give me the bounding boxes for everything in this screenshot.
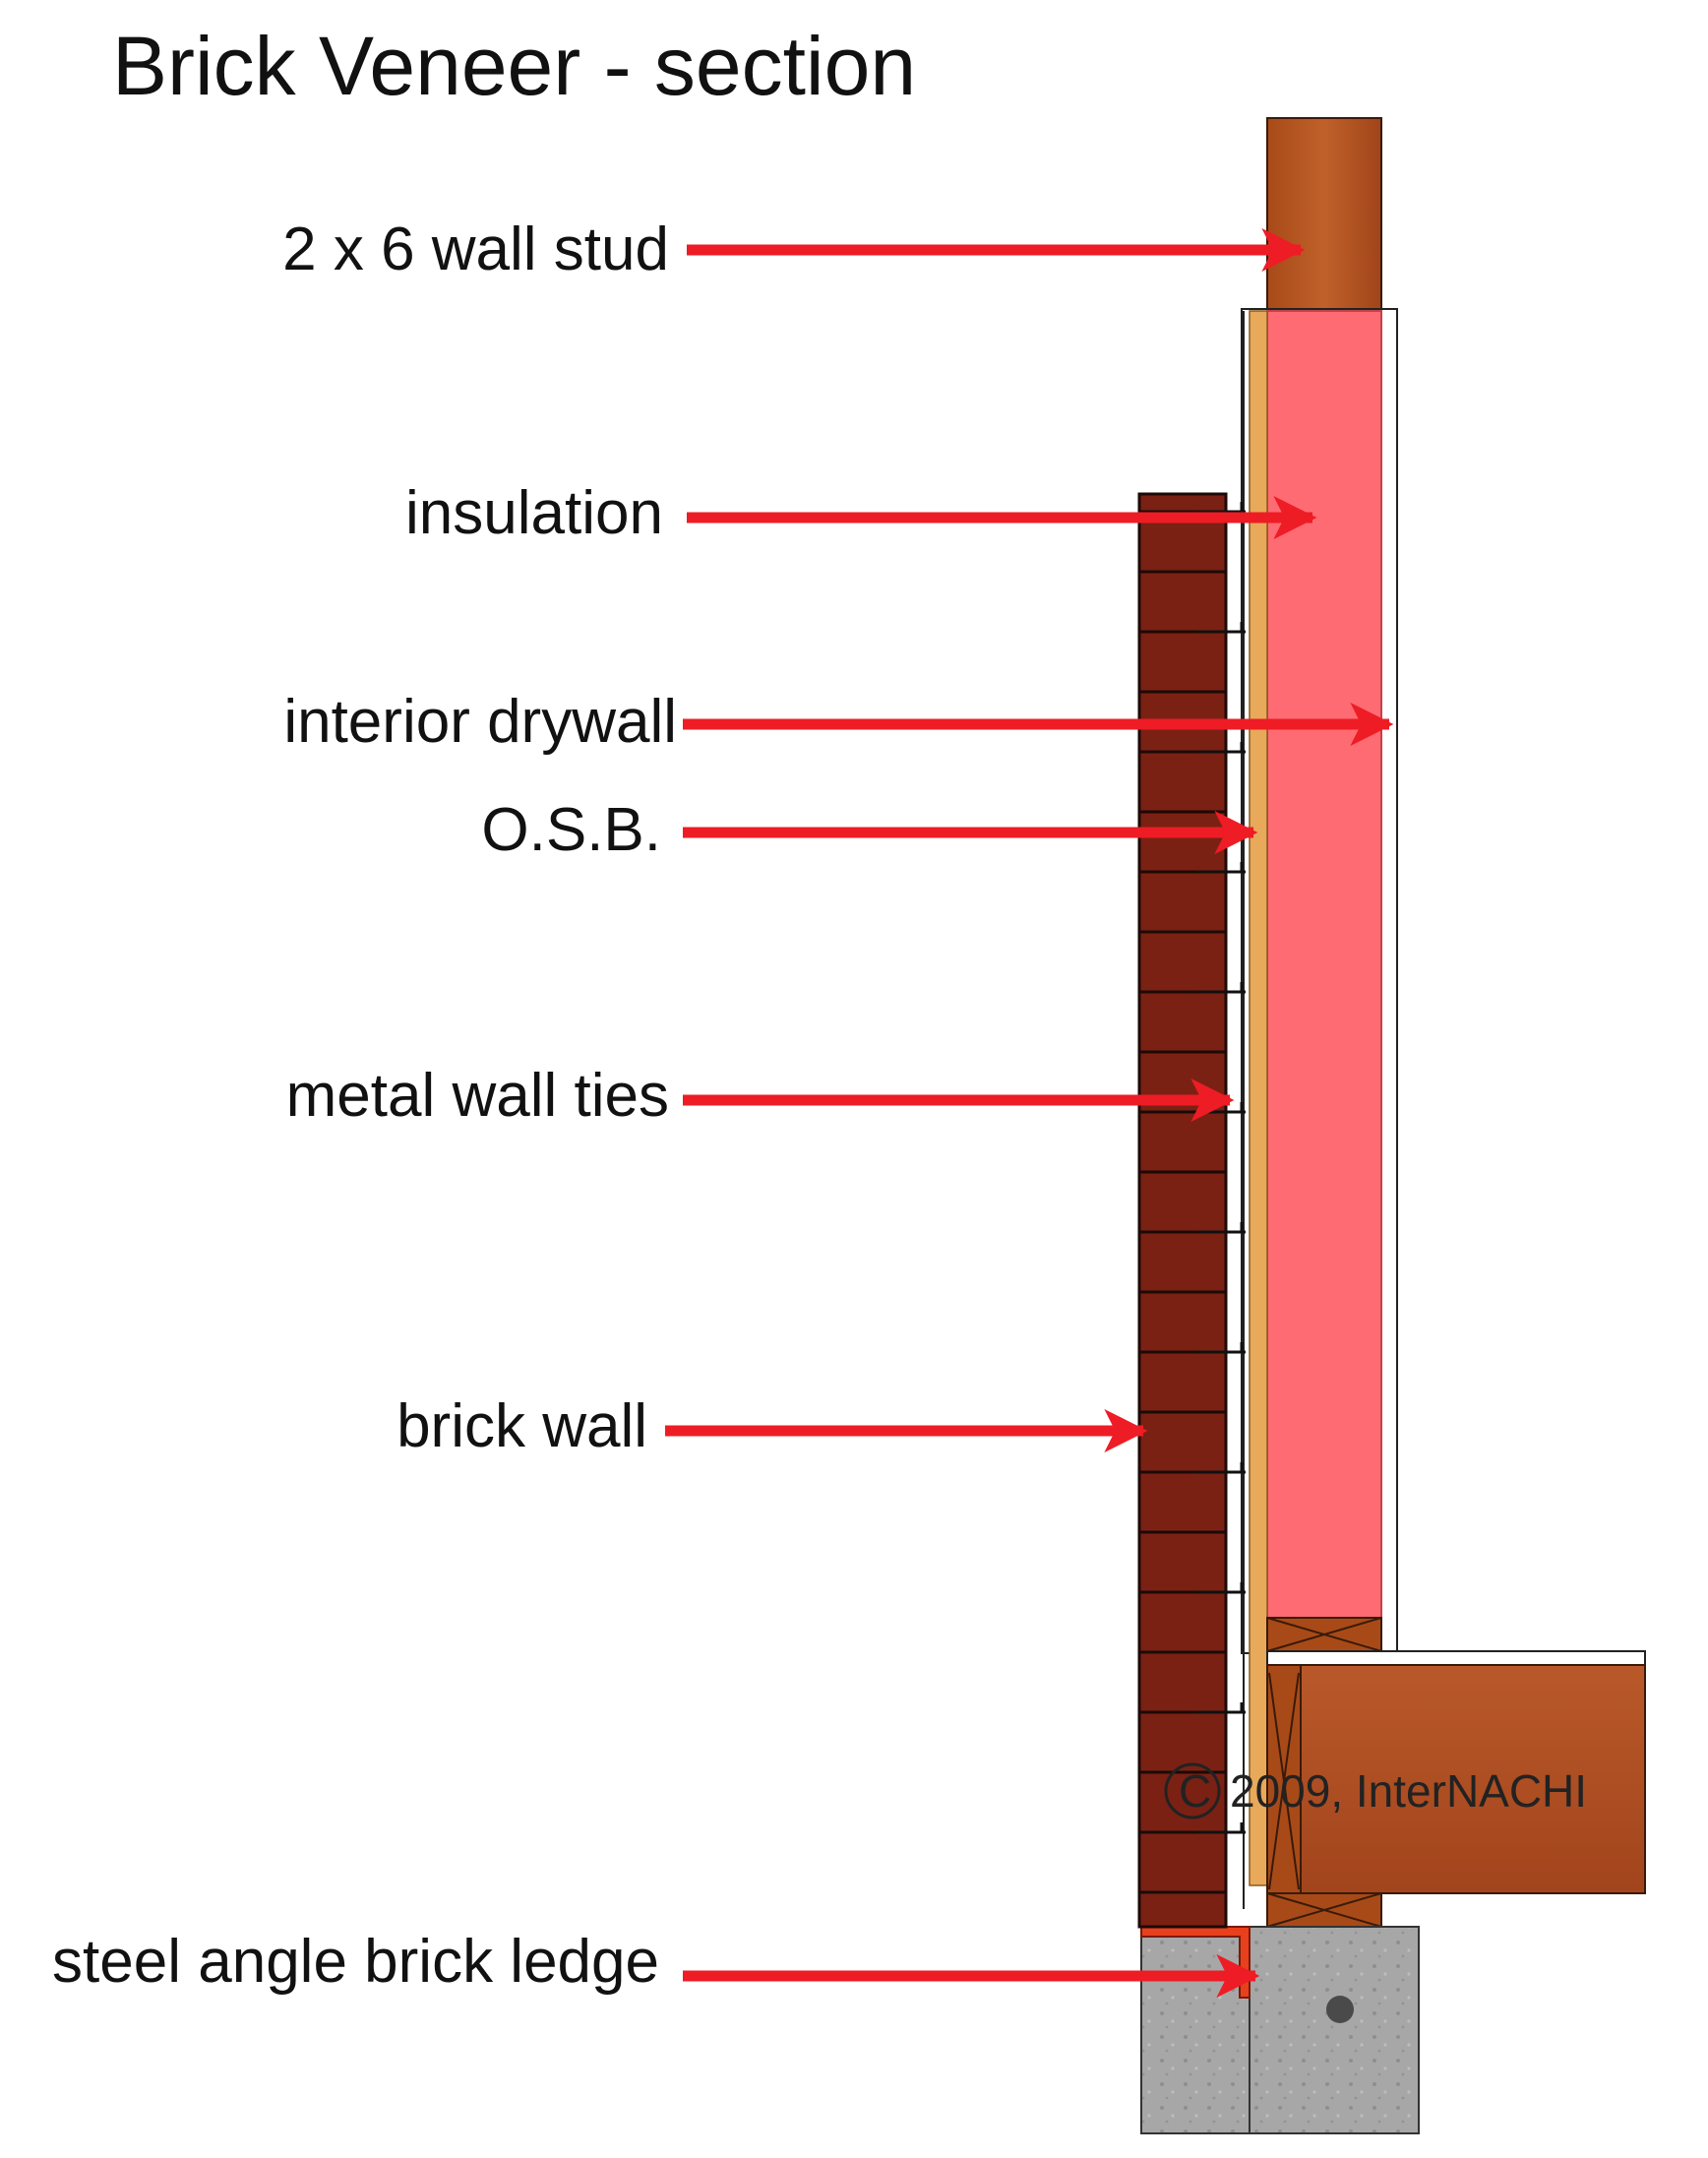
label-osb: O.S.B. <box>481 796 661 864</box>
insulation-batt <box>1266 310 1382 1619</box>
copyright-text: 2009, InterNACHI <box>1230 1765 1587 1817</box>
label-wall-stud: 2 x 6 wall stud <box>282 216 669 283</box>
copyright-circle <box>1164 1762 1221 1819</box>
brick-ledge-concrete <box>1140 1926 1250 2134</box>
brick-wall-body <box>1137 492 1228 1929</box>
brick-wall-group <box>1137 492 1228 1929</box>
copyright-symbol: C <box>1179 1765 1211 1817</box>
rim-board-x2 <box>1268 1672 1300 1890</box>
label-brick-wall: brick wall <box>396 1392 647 1460</box>
steel-angle <box>1140 1926 1250 1999</box>
label-steel-angle-brick-ledge: steel angle brick ledge <box>52 1928 659 1996</box>
sill-plate-x2 <box>1266 1892 1382 1928</box>
osb-sheathing <box>1249 310 1268 1886</box>
copyright-notice: C 2009, InterNACHI <box>1164 1762 1587 1819</box>
label-metal-wall-ties: metal wall ties <box>286 1062 669 1130</box>
label-insulation: insulation <box>405 479 663 547</box>
subfloor <box>1266 1650 1646 1666</box>
label-interior-drywall: interior drywall <box>283 688 677 756</box>
foundation-wall <box>1247 1926 1420 2134</box>
bottom-plate-x2 <box>1266 1617 1382 1652</box>
callout-arrows <box>665 228 1394 1998</box>
floor-joist <box>1300 1664 1646 1894</box>
foundation-anchor <box>1326 1996 1354 2023</box>
metal-wall-ties-group <box>1196 502 1246 1834</box>
diagram-title: Brick Veneer - section <box>112 20 916 112</box>
wall-stud-top <box>1266 117 1382 312</box>
